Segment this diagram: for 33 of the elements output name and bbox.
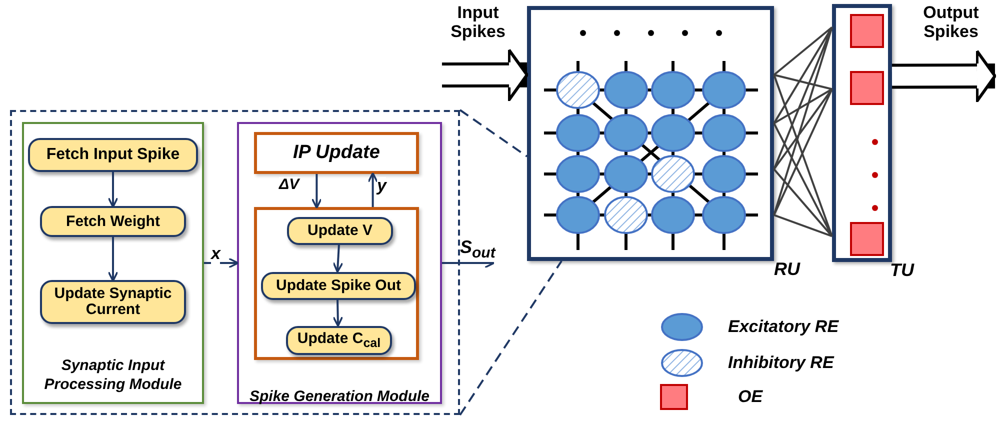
connection-lines	[773, 26, 833, 238]
process-box: Update Spike Out	[261, 272, 416, 300]
zoom-line	[459, 260, 562, 416]
process-box: IP Update	[254, 132, 419, 174]
process-box: Update Synaptic Current	[40, 280, 186, 324]
output-element-square	[850, 222, 884, 256]
zoom-frame	[10, 110, 460, 415]
arrow	[108, 237, 118, 282]
module-title: Spike Generation Module	[248, 387, 431, 406]
arrow	[332, 298, 344, 327]
output-element-square	[850, 71, 884, 105]
edge-label: y	[377, 177, 386, 196]
legend-label: OE	[738, 387, 763, 407]
edge-label: S$_{out}$	[460, 238, 496, 262]
module-box	[237, 122, 442, 404]
legend-label: Excitatory RE	[728, 317, 839, 337]
arrow	[332, 244, 344, 273]
process-box: Update V	[287, 217, 393, 245]
arrow	[204, 258, 239, 268]
legend-label: Inhibitory RE	[728, 353, 834, 373]
arrow	[108, 172, 118, 208]
arrow	[311, 174, 322, 209]
unit-label: RU	[774, 259, 800, 280]
arrow	[367, 172, 378, 207]
output-element-square	[850, 14, 884, 48]
process-box: Fetch Weight	[40, 206, 186, 237]
module-box	[22, 122, 204, 404]
module-title: Synaptic Input Processing Module	[43, 356, 183, 394]
zoom-line	[459, 109, 528, 158]
group-box	[254, 207, 419, 360]
process-box: Update C$_{cal}$	[286, 326, 392, 355]
process-box: Fetch Input Spike	[28, 138, 198, 172]
unit-label: TU	[890, 260, 914, 281]
